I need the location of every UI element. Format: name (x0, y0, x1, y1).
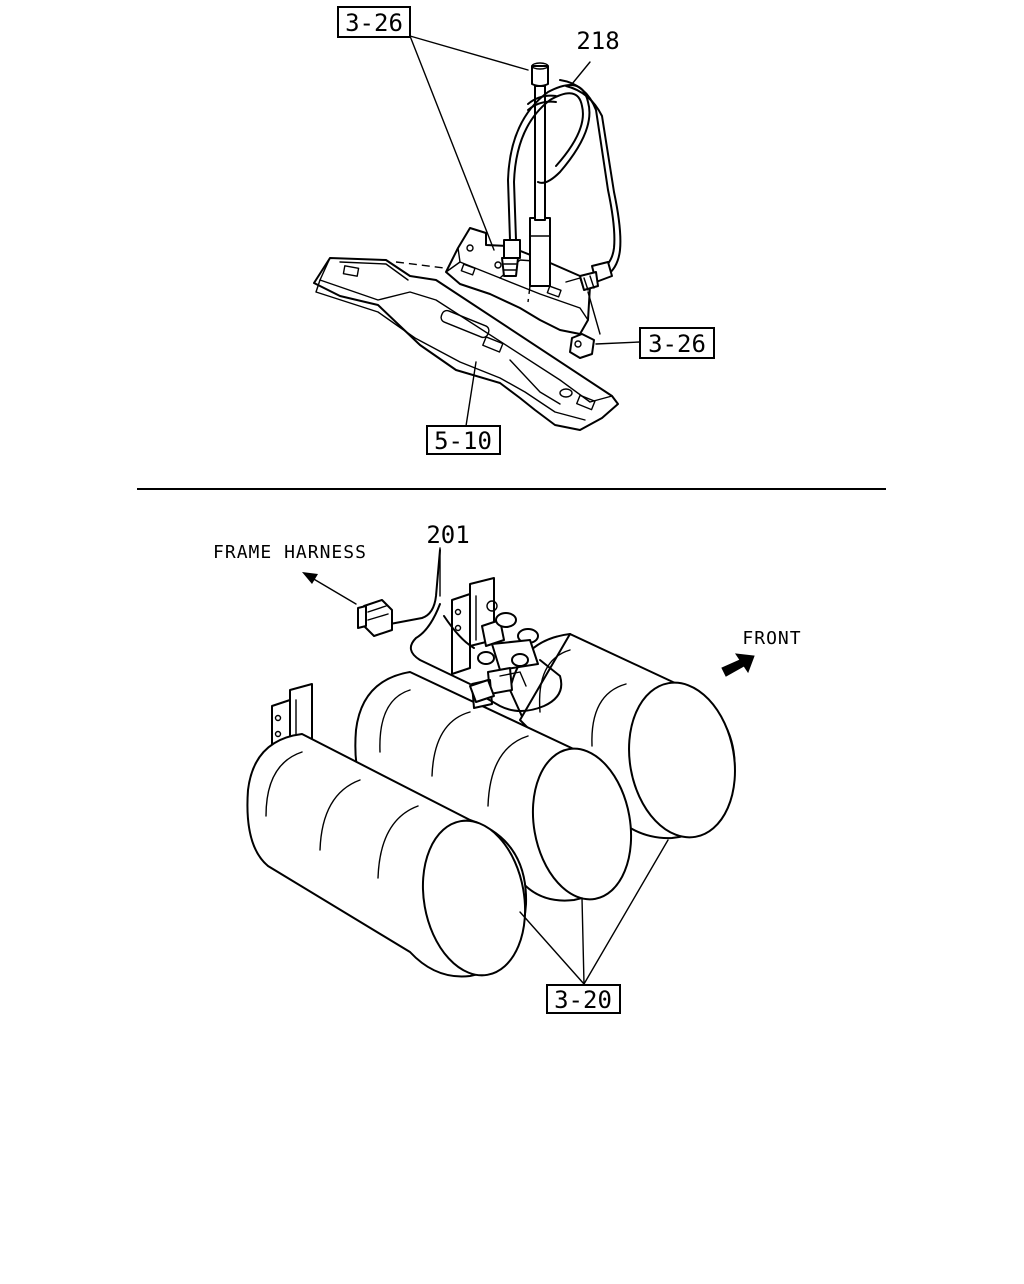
gas-tank-middle (354, 671, 633, 902)
upper-illustration: 3-26 218 3-26 5-10 (313, 6, 715, 455)
callout-label: 5-10 (434, 427, 492, 455)
callout-label: 3-20 (554, 986, 612, 1014)
callout-5-10: 5-10 (426, 425, 501, 455)
front-arrow-icon (721, 653, 755, 677)
lower-illustration: FRAME HARNESS FRONT (213, 521, 801, 1014)
crossmember (313, 257, 619, 431)
callout-label: 3-26 (648, 330, 706, 358)
front-label: FRONT (742, 628, 801, 649)
callout-3-20: 3-20 (546, 984, 621, 1014)
frame-harness-label: FRAME HARNESS (213, 542, 367, 563)
callout-label: 3-26 (345, 9, 403, 37)
frame-harness-arrow-icon (302, 572, 357, 605)
valve-cluster (471, 600, 539, 709)
part-number-218: 218 (576, 27, 619, 55)
sensor-harness-201 (357, 549, 563, 712)
callout-3-26-right: 3-26 (639, 327, 715, 359)
lower-leaders (439, 547, 669, 985)
sensor-hose-218 (501, 79, 622, 291)
part-number-201: 201 (426, 521, 469, 549)
upper-leaders (395, 35, 641, 427)
callout-3-26-top: 3-26 (337, 6, 411, 38)
gas-tank-front (246, 733, 528, 978)
